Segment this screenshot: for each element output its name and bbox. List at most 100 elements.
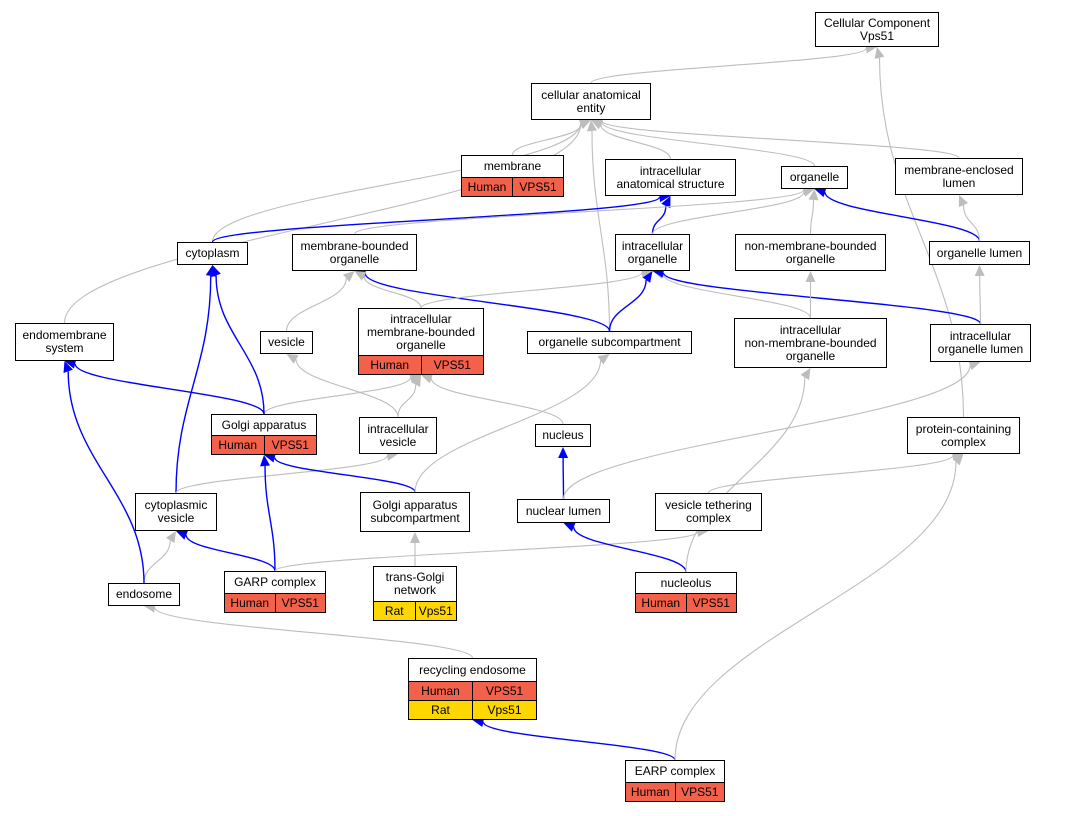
node-organelle-lumen[interactable]: organelle lumen bbox=[929, 241, 1030, 265]
edge-arrowhead bbox=[410, 532, 420, 543]
edge-is_a bbox=[651, 191, 805, 235]
edge-part_of bbox=[573, 526, 687, 573]
edge-is_a bbox=[590, 47, 867, 84]
edge-arrowhead bbox=[814, 187, 827, 198]
node-intracellular-membrane-bounded-organelle[interactable]: intracellular membrane-bounded organelle… bbox=[358, 308, 484, 375]
node-earp-complex[interactable]: EARP complex Human VPS51 bbox=[625, 760, 725, 802]
annotation-row: Human VPS51 bbox=[224, 594, 326, 613]
edge-arrowhead bbox=[411, 375, 421, 388]
node-label: cytoplasm bbox=[177, 242, 248, 265]
node-vesicle-tethering-complex[interactable]: vesicle tethering complex bbox=[655, 493, 762, 531]
edge-is_a bbox=[295, 359, 399, 418]
edge-arrowhead bbox=[874, 47, 885, 59]
edge-part_of bbox=[74, 363, 265, 415]
node-label: non-membrane-bounded organelle bbox=[735, 234, 886, 271]
edge-is_a bbox=[878, 57, 965, 418]
node-cellular-anatomical-entity[interactable]: cellular anatomical entity bbox=[531, 83, 651, 120]
edge-is_a bbox=[397, 384, 417, 418]
edge-arrowhead bbox=[800, 368, 811, 380]
gene-cell: Vps51 bbox=[414, 602, 457, 620]
node-intracellular-organelle[interactable]: intracellular organelle bbox=[615, 234, 690, 271]
node-label: protein-containing complex bbox=[907, 417, 1020, 454]
node-organelle-subcompartment[interactable]: organelle subcompartment bbox=[527, 331, 692, 354]
edge-arrowhead bbox=[264, 452, 276, 463]
node-cytoplasm[interactable]: cytoplasm bbox=[177, 242, 248, 265]
species-cell: Human bbox=[630, 785, 670, 799]
node-vesicle[interactable]: vesicle bbox=[260, 331, 313, 354]
gene-cell: VPS51 bbox=[274, 594, 326, 612]
node-cytoplasmic-vesicle[interactable]: cytoplasmic vesicle bbox=[135, 493, 217, 531]
node-cellular-component-root[interactable]: Cellular Component Vps51 bbox=[815, 12, 939, 47]
annotation-row: Human VPS51 bbox=[408, 682, 537, 701]
species-cell: Human bbox=[641, 596, 681, 610]
annotation-row: Human VPS51 bbox=[211, 436, 317, 455]
node-nucleolus[interactable]: nucleolus Human VPS51 bbox=[635, 572, 737, 613]
edge-arrowhead bbox=[165, 531, 176, 543]
edge-arrowhead bbox=[578, 119, 591, 129]
node-endosome[interactable]: endosome bbox=[108, 583, 180, 606]
node-nucleus[interactable]: nucleus bbox=[535, 424, 591, 447]
node-endomembrane-system[interactable]: endomembrane system bbox=[15, 323, 114, 361]
edge-is_a bbox=[601, 121, 816, 167]
edge-arrowhead bbox=[952, 454, 964, 466]
node-intracellular-non-membrane-bounded-organelle[interactable]: intracellular non-membrane-bounded organ… bbox=[734, 318, 887, 368]
node-label: intracellular organelle lumen bbox=[930, 324, 1031, 362]
gene-cell: VPS51 bbox=[263, 436, 317, 454]
edge-is_a bbox=[600, 124, 672, 160]
node-intracellular-organelle-lumen[interactable]: intracellular organelle lumen bbox=[930, 324, 1031, 362]
edge-arrowhead bbox=[958, 195, 969, 208]
node-nuclear-lumen[interactable]: nuclear lumen bbox=[517, 499, 610, 523]
edge-is_a bbox=[430, 378, 564, 425]
node-recycling-endosome[interactable]: recycling endosome Human VPS51 Rat Vps51 bbox=[408, 658, 537, 720]
gene-cell: VPS51 bbox=[512, 178, 563, 196]
annotation-row: Rat Vps51 bbox=[373, 602, 457, 621]
node-non-membrane-bounded-organelle[interactable]: non-membrane-bounded organelle bbox=[735, 234, 886, 271]
node-organelle[interactable]: organelle bbox=[781, 166, 848, 189]
node-golgi-apparatus[interactable]: Golgi apparatus Human VPS51 bbox=[211, 414, 317, 455]
edge-arrowhead bbox=[586, 120, 597, 132]
gene-cell: VPS51 bbox=[685, 594, 737, 612]
edge-arrowhead bbox=[409, 372, 421, 383]
species-cell: Human bbox=[370, 358, 410, 372]
edge-arrowhead bbox=[342, 271, 355, 283]
node-membrane[interactable]: membrane Human VPS51 bbox=[461, 155, 564, 197]
edge-is_a bbox=[591, 130, 611, 332]
node-golgi-apparatus-subcompartment[interactable]: Golgi apparatus subcompartment bbox=[360, 492, 470, 532]
node-label: intracellular membrane-bounded organelle bbox=[358, 308, 484, 356]
node-membrane-enclosed-lumen[interactable]: membrane-enclosed lumen bbox=[895, 158, 1023, 195]
node-trans-golgi-network[interactable]: trans-Golgi network Rat Vps51 bbox=[373, 566, 457, 621]
edge-is_a bbox=[175, 455, 388, 494]
node-garp-complex[interactable]: GARP complex Human VPS51 bbox=[224, 571, 326, 613]
node-label: nuclear lumen bbox=[517, 499, 610, 523]
species-cell: Rat bbox=[431, 703, 450, 717]
species-cell: Rat bbox=[384, 604, 404, 618]
edge-is_a bbox=[662, 273, 812, 319]
node-membrane-bounded-organelle[interactable]: membrane-bounded organelle bbox=[292, 234, 417, 271]
node-label: Golgi apparatus bbox=[211, 414, 317, 436]
node-intracellular-anatomical-structure[interactable]: intracellular anatomical structure bbox=[605, 159, 736, 196]
node-protein-containing-complex[interactable]: protein-containing complex bbox=[907, 417, 1020, 454]
node-label: recycling endosome bbox=[408, 658, 537, 682]
edge-part_of bbox=[211, 196, 661, 243]
species-cell: Human bbox=[218, 438, 258, 452]
edge-arrowhead bbox=[597, 354, 610, 365]
node-label: organelle bbox=[781, 166, 848, 189]
edge-part_of bbox=[175, 275, 212, 494]
gene-cell: VPS51 bbox=[472, 682, 536, 700]
node-label: organelle lumen bbox=[929, 241, 1030, 265]
annotation-row: Human VPS51 bbox=[625, 783, 725, 802]
edge-arrowhead bbox=[558, 447, 569, 459]
node-intracellular-vesicle[interactable]: intracellular vesicle bbox=[359, 417, 437, 454]
node-label: intracellular anatomical structure bbox=[605, 159, 736, 196]
edge-is_a bbox=[674, 462, 957, 761]
node-label: membrane-enclosed lumen bbox=[895, 158, 1023, 195]
node-label: intracellular vesicle bbox=[359, 417, 437, 454]
edge-arrowhead bbox=[64, 358, 77, 369]
node-label: organelle subcompartment bbox=[527, 331, 692, 354]
node-label: trans-Golgi network bbox=[373, 566, 457, 602]
edge-part_of bbox=[651, 205, 667, 235]
edge-is_a bbox=[685, 377, 806, 573]
edge-arrowhead bbox=[974, 265, 985, 277]
edge-is_a bbox=[143, 540, 171, 584]
